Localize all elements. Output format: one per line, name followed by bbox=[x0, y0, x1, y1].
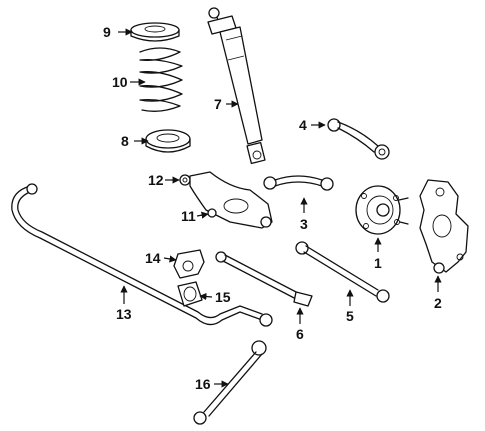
part-5-lateral-link bbox=[295, 241, 390, 303]
part-11-lower-control-arm bbox=[189, 171, 273, 229]
part-14-bracket bbox=[173, 249, 205, 279]
callout-2: 2 bbox=[434, 295, 442, 311]
callout-16: 16 bbox=[195, 376, 211, 392]
part-6-trailing-link bbox=[215, 251, 313, 307]
callout-9: 9 bbox=[103, 24, 111, 40]
part-3-toe-link bbox=[263, 175, 334, 191]
part-2-knuckle bbox=[419, 179, 469, 274]
callout-3: 3 bbox=[300, 216, 308, 232]
part-16-end-link bbox=[193, 340, 267, 425]
part-15-bushing bbox=[177, 281, 203, 307]
callout-15: 15 bbox=[215, 289, 231, 305]
part-7-shock-absorber bbox=[207, 7, 266, 165]
callout-11: 11 bbox=[181, 208, 196, 224]
callout-5: 5 bbox=[346, 308, 354, 324]
callout-6: 6 bbox=[296, 326, 304, 342]
part-12-bushing bbox=[179, 174, 191, 186]
part-8-spring-seat bbox=[145, 129, 191, 153]
part-10-coil-spring bbox=[139, 47, 183, 112]
callout-1: 1 bbox=[374, 255, 382, 271]
callout-7: 7 bbox=[214, 96, 222, 112]
callout-8: 8 bbox=[121, 133, 129, 149]
callout-10: 10 bbox=[112, 74, 128, 90]
callout-numbers: 9 10 8 7 4 12 11 3 1 2 14 15 13 6 5 16 bbox=[103, 24, 442, 392]
callout-4: 4 bbox=[299, 117, 307, 133]
leader-lines bbox=[118, 28, 442, 388]
part-13-stabilizer-bar bbox=[11, 183, 273, 327]
part-4-upper-control-arm bbox=[327, 118, 390, 160]
callout-13: 13 bbox=[116, 306, 132, 322]
callout-12: 12 bbox=[148, 172, 164, 188]
part-1-hub-bearing bbox=[355, 185, 409, 235]
part-9-spring-insulator bbox=[130, 22, 180, 42]
callout-14: 14 bbox=[145, 250, 161, 266]
